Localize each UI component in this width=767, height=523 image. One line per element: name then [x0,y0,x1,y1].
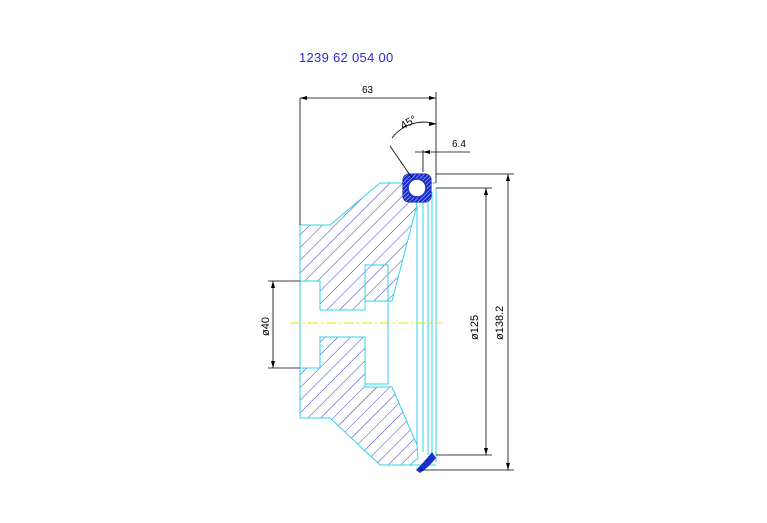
dim-width-label: 63 [362,85,374,96]
dim-angle [389,121,437,179]
dim-offset [415,150,470,172]
dim-bore-label: ø40 [260,317,272,336]
bore-profile [320,264,389,385]
hatched-section-lower [299,336,419,466]
dim-width [299,92,437,225]
dim-inner-label: ø125 [469,315,481,340]
dim-angle-label: 45° [399,113,419,132]
dim-outer [420,173,514,471]
seal-ring [402,173,432,203]
dim-bore [268,280,300,369]
dim-outer-label: ø138.2 [494,306,506,340]
hatched-section-upper [299,182,418,311]
dim-offset-label: 6.4 [452,139,466,150]
dim-inner [436,187,492,456]
lower-seal-lip [416,452,436,473]
part-number-title: 1239 62 054 00 [299,50,394,65]
